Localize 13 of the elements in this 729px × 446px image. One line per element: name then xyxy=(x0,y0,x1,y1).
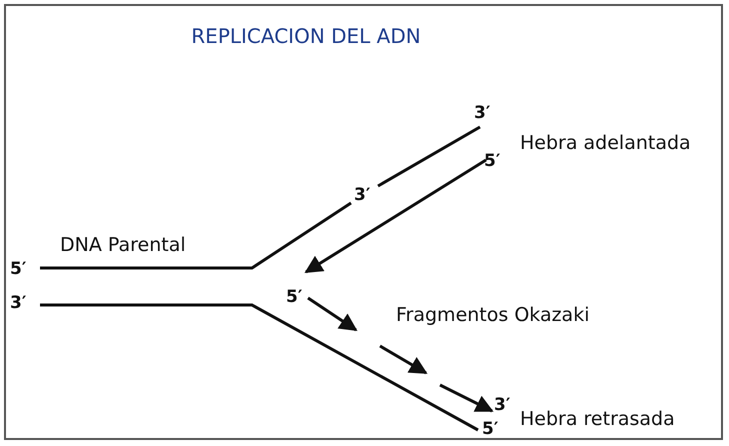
strand-end-label: 3′ xyxy=(10,292,26,314)
strand-label: Hebra retrasada xyxy=(520,408,675,430)
strand-end-label: 5′ xyxy=(10,258,26,280)
strand-end-label: 5′ xyxy=(482,418,498,440)
strand-end-label: 3′ xyxy=(494,394,510,416)
diagram-title: REPLICACION DEL ADN xyxy=(190,24,422,48)
strand-label: DNA Parental xyxy=(60,234,186,256)
strand-end-label: 5′ xyxy=(286,286,302,308)
strand-end-label: 3′ xyxy=(354,184,370,206)
strand-end-label: 3′ xyxy=(474,102,490,124)
strand-label: Fragmentos Okazaki xyxy=(396,304,590,326)
strand-end-label: 5′ xyxy=(484,150,500,172)
strand-label: Hebra adelantada xyxy=(520,132,691,154)
